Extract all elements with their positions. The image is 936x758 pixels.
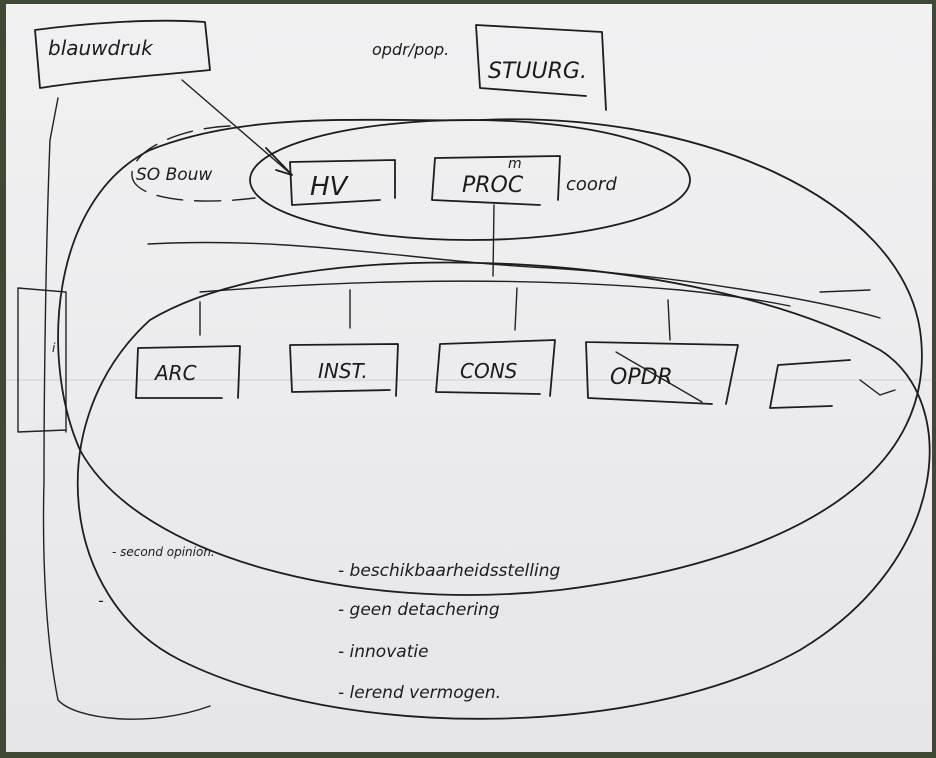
left-bracket-mark: i: [52, 341, 56, 355]
opdr-strike: [615, 351, 703, 403]
blauwdruk-box: [34, 19, 211, 89]
so-bouw-label: SO Bouw: [136, 165, 212, 185]
inst-label: INST.: [318, 359, 368, 383]
bullet-beschikbaarheid: - beschikbaarheidsstelling: [338, 561, 560, 581]
opdr-label: OPDR: [610, 365, 673, 390]
bullet-innovatie: - innovatie: [338, 642, 429, 662]
hierarchy-bar-2: [147, 241, 881, 319]
opdr-pop-label: opdr/pop.: [372, 40, 449, 59]
outer-ellipse: [57, 118, 923, 596]
bullet-detachering: - geen detachering: [338, 600, 500, 620]
hv-box: [289, 159, 396, 206]
opdr-box: [585, 341, 739, 405]
coord-label: coord: [566, 174, 617, 195]
right-bracket: [859, 379, 896, 396]
inst-box: [289, 343, 399, 397]
bullet-lerend: - lerend vermogen.: [338, 683, 501, 703]
so-bouw-arc: [131, 125, 256, 202]
hierarchy-bar: [199, 280, 791, 307]
left-bracket: [17, 287, 67, 433]
steering-label: STUURG.: [488, 59, 587, 84]
cons-box: [435, 339, 556, 397]
steering-box: [475, 24, 607, 111]
branch-cons: [514, 287, 518, 331]
right-dash: [819, 289, 871, 293]
paper-fold: [6, 379, 932, 381]
proc-box: [431, 155, 561, 206]
cons-label: CONS: [460, 359, 518, 383]
left-dash: -: [98, 591, 104, 610]
arc-box: [135, 345, 241, 399]
arc-label: ARC: [153, 361, 197, 385]
second-opinion: - second opinion.: [112, 545, 215, 559]
proc-label: PROC: [462, 173, 524, 198]
hv-label: HV: [310, 172, 350, 202]
blauwdruk-label: blauwdruk: [48, 36, 154, 60]
empty-box: [769, 359, 851, 409]
proc-mark: m: [508, 156, 522, 172]
lower-ellipse: [76, 261, 931, 720]
branch-opdr: [667, 299, 671, 341]
proc-connector: [492, 204, 495, 277]
feedback-line: [42, 97, 211, 720]
paper-sheet: [6, 4, 932, 752]
arrow-head: [265, 147, 293, 176]
